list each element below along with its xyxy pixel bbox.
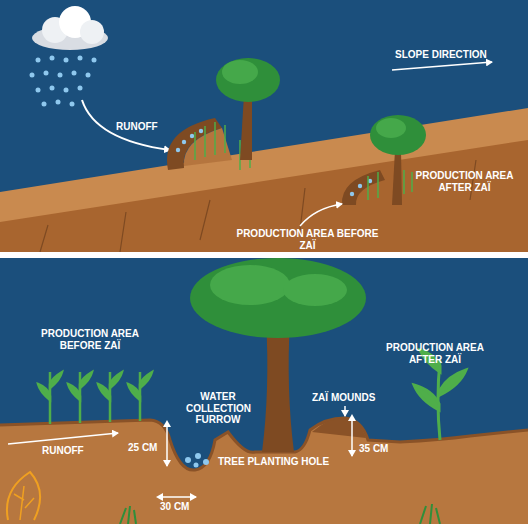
plants-before [38, 372, 152, 424]
rain [30, 56, 97, 107]
label: PRODUCTION AREA BEFORE ZAÏ [34, 328, 146, 351]
label: 25 CM [128, 442, 157, 454]
dimension-arrow [351, 420, 353, 456]
label: PRODUCTION AREA BEFORE ZAÏ [230, 228, 385, 251]
label: ZAÏ MOUNDS [312, 392, 375, 404]
label: SLOPE DIRECTION [395, 49, 487, 61]
leaf-decoration [7, 472, 40, 520]
top-panel [0, 0, 528, 252]
runoff-arrow [82, 100, 170, 150]
dimension-arrow [162, 496, 196, 498]
label: 30 CM [160, 501, 189, 513]
label: 35 CM [359, 443, 388, 455]
label: PRODUCTION AREA AFTER ZAÏ [380, 342, 490, 365]
bottom-panel [0, 258, 528, 524]
label: TREE PLANTING HOLE [218, 456, 329, 468]
leader-line [344, 406, 346, 416]
label: RUNOFF [42, 445, 84, 457]
tree [370, 115, 426, 205]
label: RUNOFF [116, 121, 158, 133]
runoff-arrow [8, 433, 118, 444]
label: PRODUCTION AREA AFTER ZAÏ [412, 170, 517, 193]
label: WATER COLLECTION FURROW [186, 391, 250, 426]
dimension-arrow [166, 426, 168, 466]
slope-arrow [392, 62, 492, 70]
leader-line [300, 204, 342, 226]
half-moon-bund [167, 118, 250, 170]
zai-mound [312, 418, 366, 438]
cloud [32, 6, 108, 50]
water-drops [185, 453, 209, 468]
tree [216, 58, 280, 160]
